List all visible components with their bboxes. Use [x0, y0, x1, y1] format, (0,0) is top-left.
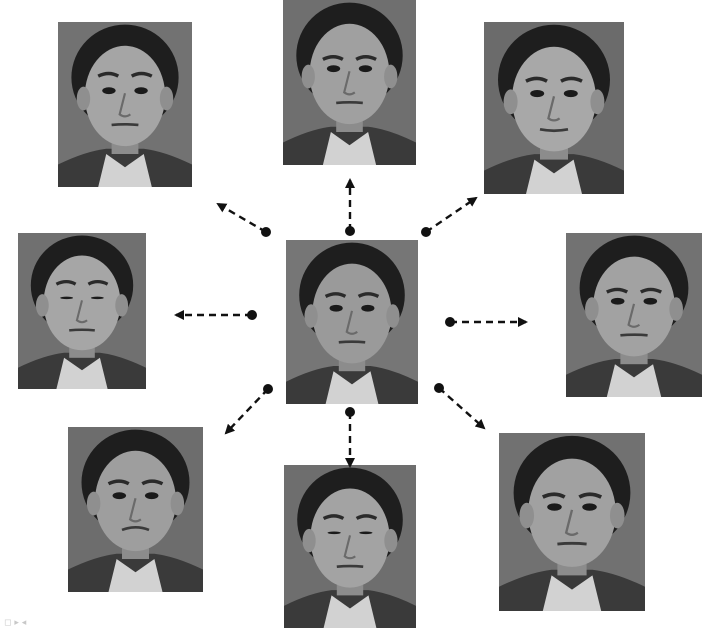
arrow-to-bottom-left — [224, 384, 273, 435]
right-face-photo — [566, 233, 702, 397]
top-left-face-photo — [58, 22, 192, 187]
arrow-to-top — [345, 178, 355, 236]
face-portrait — [58, 22, 192, 187]
arrow-to-top-left — [216, 202, 271, 237]
bottom-right-face-photo — [499, 433, 645, 611]
corner-scan-artifact: ◻ ▸ ◂ — [4, 618, 27, 628]
arrow-to-left — [174, 310, 257, 320]
bottom-face-photo — [284, 465, 416, 628]
top-face-photo — [283, 0, 416, 165]
left-face-photo — [18, 233, 146, 389]
face-portrait — [18, 233, 146, 389]
face-portrait — [68, 427, 203, 592]
face-portrait — [499, 433, 645, 611]
bottom-left-face-photo — [68, 427, 203, 592]
center-face-photo — [286, 240, 418, 404]
face-portrait — [284, 465, 416, 628]
face-portrait — [484, 22, 624, 194]
arrow-to-bottom-right — [434, 383, 486, 430]
arrow-to-top-right — [421, 196, 478, 237]
face-portrait — [566, 233, 702, 397]
top-right-face-photo — [484, 22, 624, 194]
face-portrait — [283, 0, 416, 165]
arrow-to-right — [445, 317, 528, 327]
arrow-to-bottom — [345, 407, 355, 468]
face-portrait — [286, 240, 418, 404]
